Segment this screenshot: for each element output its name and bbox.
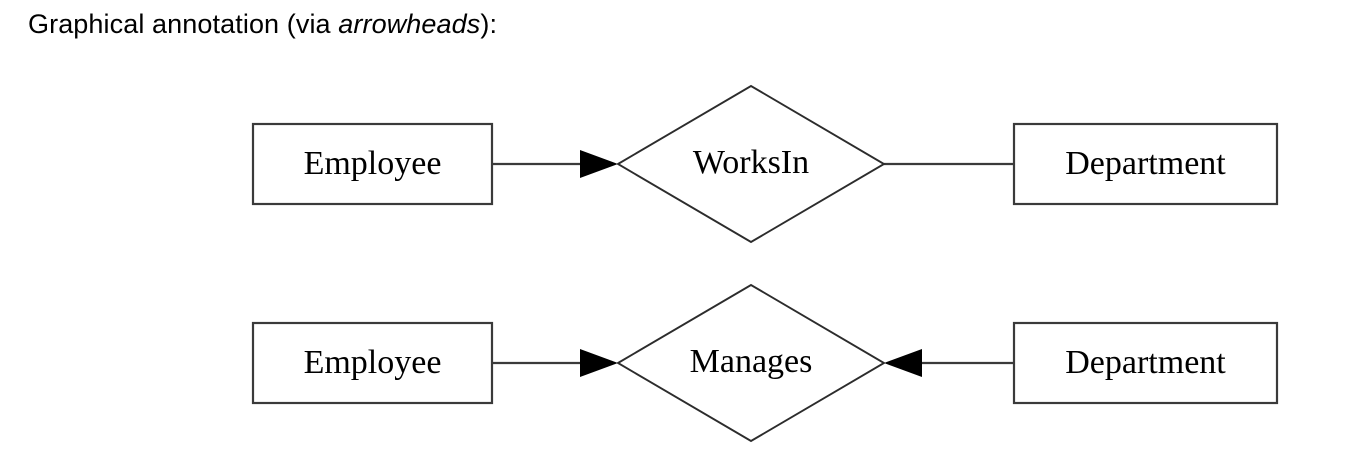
caption-tail: ): (480, 9, 498, 39)
arrowhead-to-worksin (580, 150, 618, 178)
entity-employee-worksin[interactable]: Employee (251, 122, 494, 206)
entity-box (1012, 321, 1279, 405)
arrowhead-to-manages-left (580, 349, 618, 377)
relationship-manages[interactable]: Manages (616, 283, 886, 443)
relationship-label: WorksIn (693, 144, 809, 181)
caption-lead: Graphical annotation (via (28, 9, 339, 39)
relationship-label: Manages (690, 343, 813, 380)
entity-label: Department (1065, 145, 1226, 182)
entity-employee-manages[interactable]: Employee (251, 321, 494, 405)
entity-box (251, 122, 494, 206)
entity-department-manages[interactable]: Department (1012, 321, 1279, 405)
caption-emphasis: arrowheads (338, 9, 481, 39)
entity-label: Employee (304, 145, 442, 182)
relationship-worksin[interactable]: WorksIn (616, 84, 886, 244)
relationship-diamond (616, 283, 886, 443)
entity-department-worksin[interactable]: Department (1012, 122, 1279, 206)
relationship-diamond (616, 84, 886, 244)
entity-label: Department (1065, 344, 1226, 381)
entity-label: Employee (304, 344, 442, 381)
entity-box (1012, 122, 1279, 206)
entity-box (251, 321, 494, 405)
er-row-works-in: Employee WorksIn Department (251, 84, 1279, 244)
arrowhead-to-manages-right (884, 349, 922, 377)
page-title: Graphical annotation (via arrowheads): (28, 9, 497, 40)
er-row-manages: Employee Manages Department (251, 283, 1279, 443)
